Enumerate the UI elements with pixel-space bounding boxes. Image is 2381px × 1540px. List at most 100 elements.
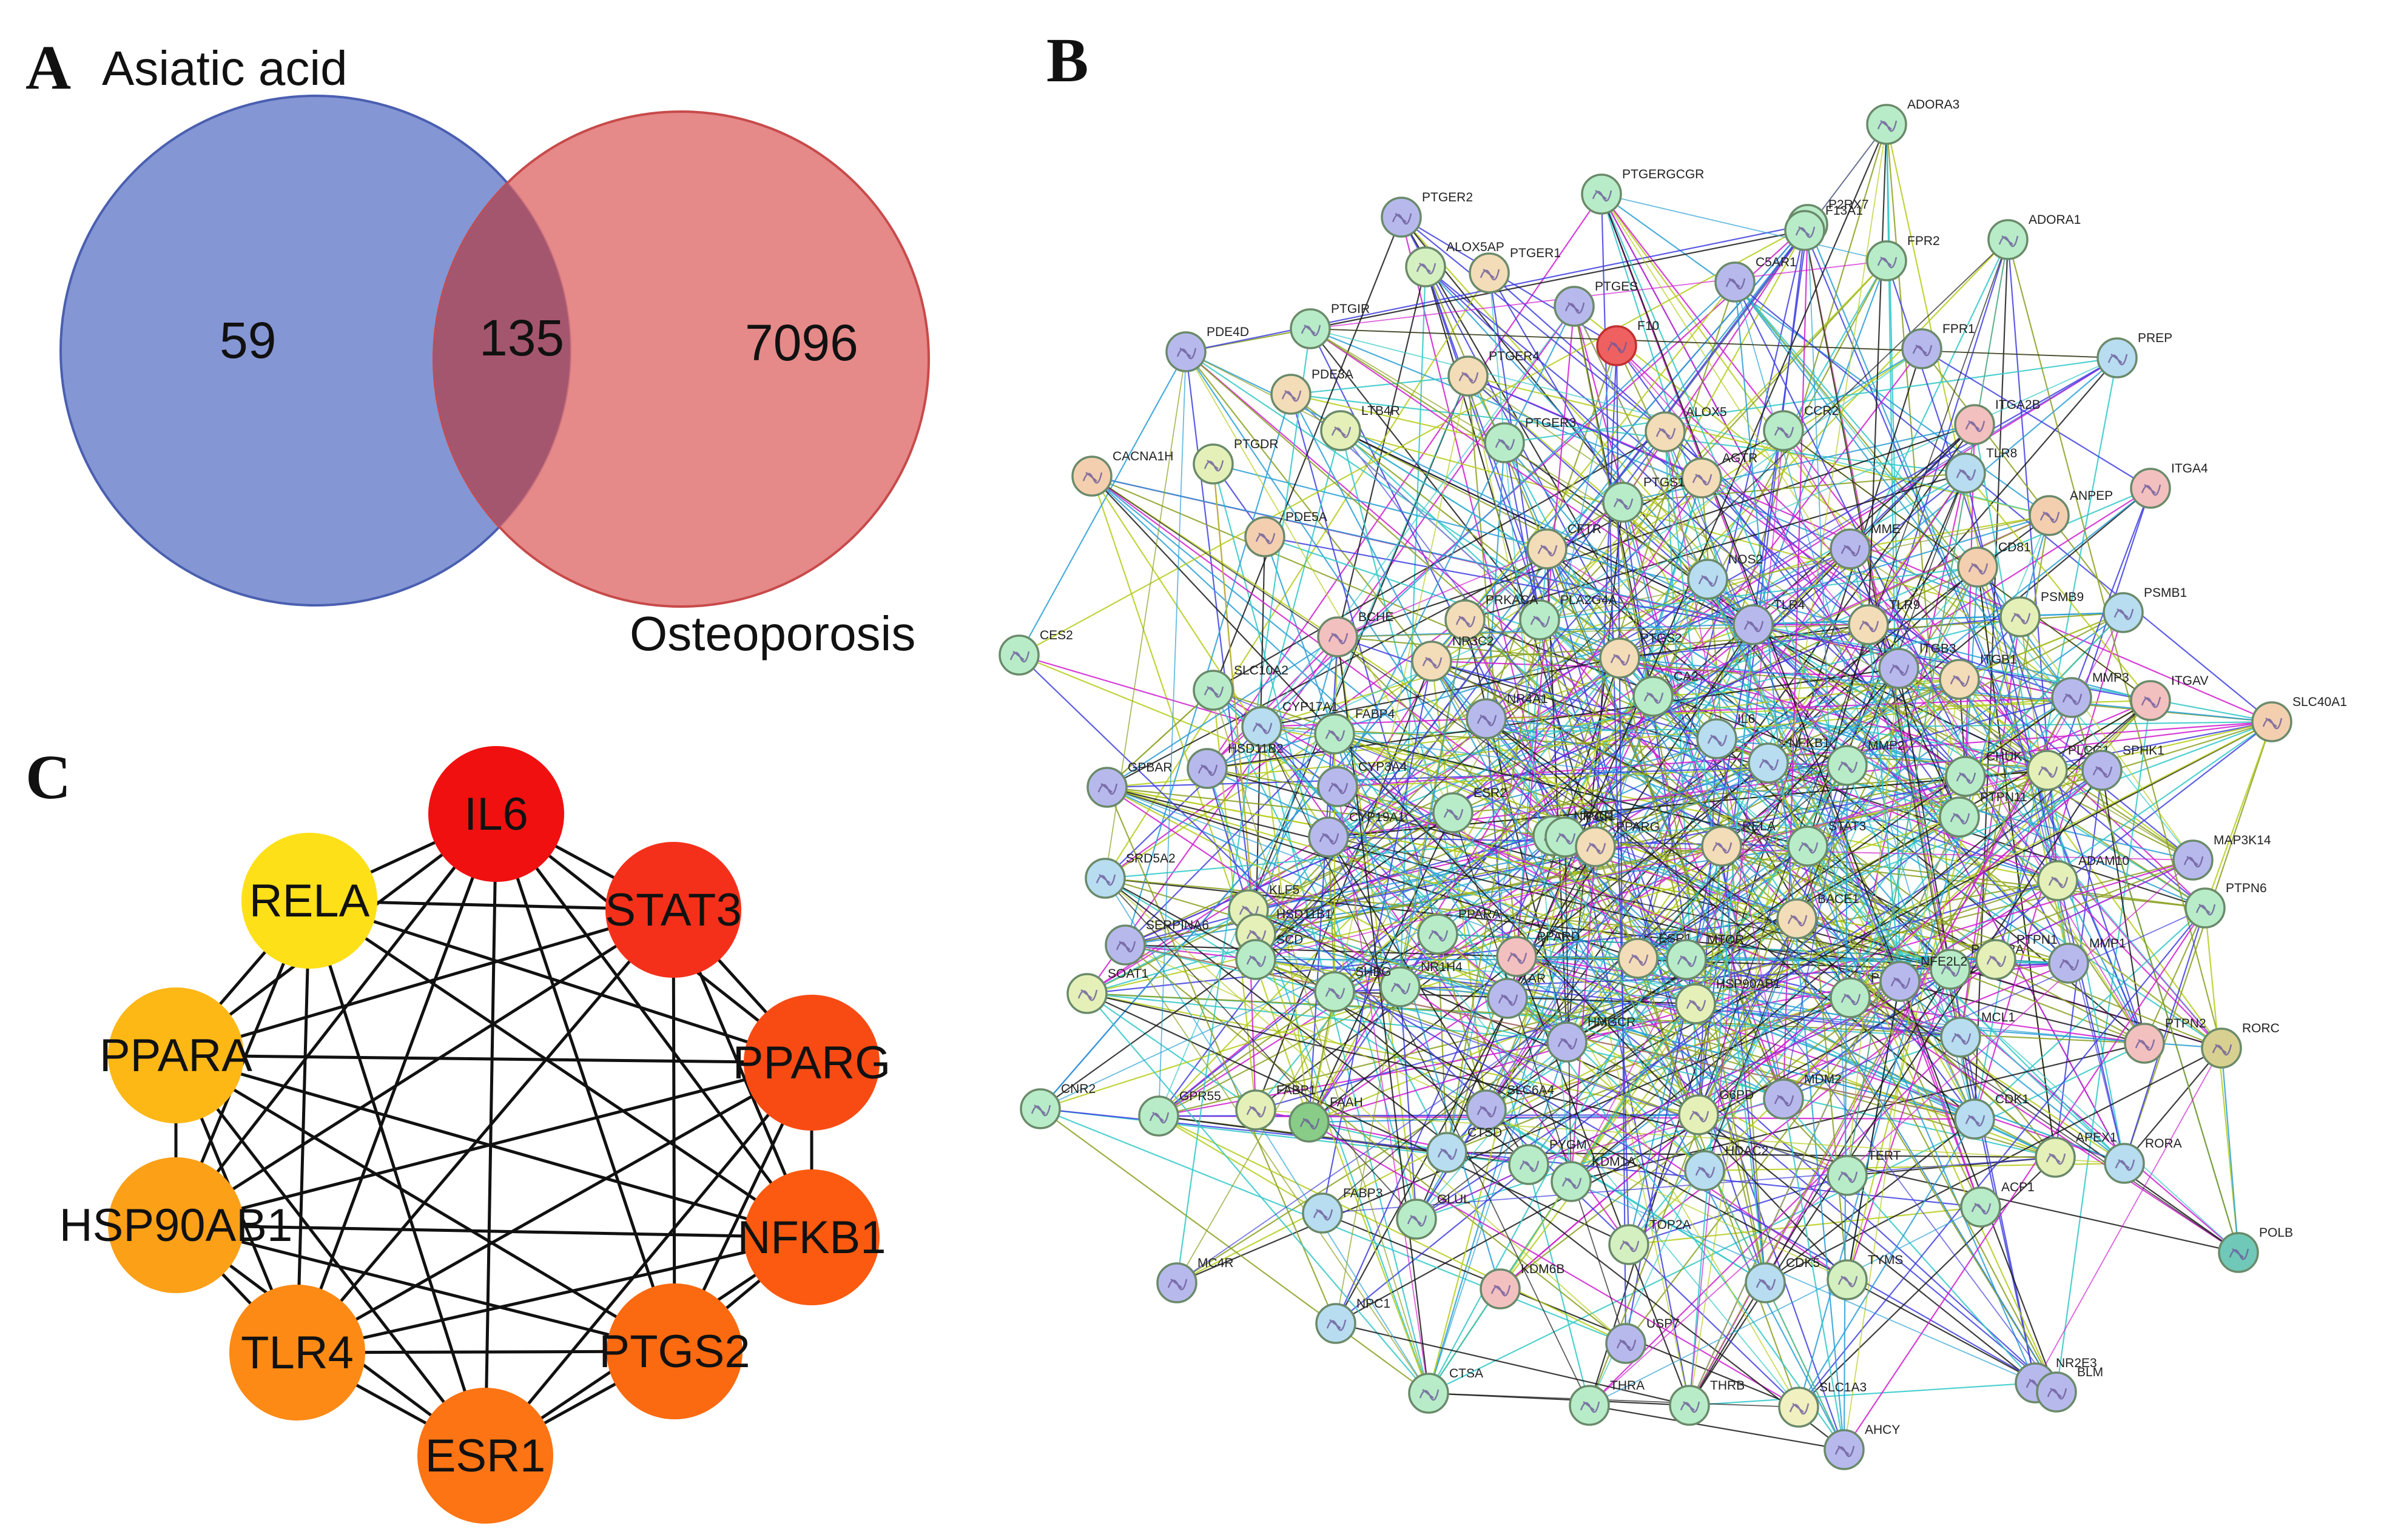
ppi-node-cacna1h[interactable]: CACNA1H <box>1071 449 1173 497</box>
ppi-node-nr4a1[interactable]: NR4A1 <box>1466 692 1548 739</box>
ppi-node-ctsd[interactable]: CTSD <box>1426 1126 1502 1173</box>
ppi-node-anpep[interactable]: ANPEP <box>2029 489 2113 536</box>
ppi-node-ca2[interactable]: CA2 <box>1632 670 1699 717</box>
ppi-node-slc1a3[interactable]: SLC1A3 <box>1778 1380 1867 1428</box>
ppi-node-polb[interactable]: POLB <box>2218 1226 2293 1273</box>
ppi-node-top2a[interactable]: TOP2A <box>1608 1218 1691 1265</box>
ppi-node-serpina6[interactable]: SERPINA6 <box>1105 918 1209 966</box>
hub-node-ppara[interactable]: PPARA <box>99 987 252 1123</box>
ppi-node-pde3a[interactable]: PDE3A <box>1270 368 1353 415</box>
ppi-node-ccr2[interactable]: CCR2 <box>1763 404 1839 451</box>
ppi-node-acp1[interactable]: ACP1 <box>1960 1180 2035 1228</box>
ppi-node-itgb1[interactable]: ITGB1 <box>1939 653 2017 700</box>
ppi-node-npc1[interactable]: NPC1 <box>1315 1297 1390 1344</box>
ppi-node-bche[interactable]: BCHE <box>1317 610 1393 657</box>
ppi-node-psmb9[interactable]: PSMB9 <box>1999 590 2084 637</box>
ppi-node-apex1[interactable]: APEX1 <box>2035 1131 2117 1178</box>
ppi-node-fabp1[interactable]: FABP1 <box>1235 1083 1316 1131</box>
ppi-node-f13a1[interactable]: F13A1 <box>1784 204 1863 251</box>
ppi-node-prkaca[interactable]: PRKACA <box>1444 593 1538 641</box>
ppi-node-tlr8[interactable]: TLR8 <box>1945 446 2017 494</box>
hub-node-esr1[interactable]: ESR1 <box>417 1388 553 1524</box>
ppi-node-nr1h4[interactable]: NR1H4 <box>1379 960 1463 1007</box>
ppi-node-fpr1[interactable]: FPR1 <box>1901 322 1975 369</box>
ppi-node-rela[interactable]: RELA <box>1701 819 1776 867</box>
ppi-node-pygm[interactable]: PYGM <box>1508 1138 1587 1185</box>
ppi-node-itga4[interactable]: ITGA4 <box>2130 462 2208 509</box>
ppi-node-mmp3[interactable]: MMP3 <box>2051 671 2129 718</box>
hub-node-nfkb1[interactable]: NFKB1 <box>738 1169 886 1305</box>
ppi-node-fabp4[interactable]: FABP4 <box>1314 707 1395 755</box>
hub-node-il6[interactable]: IL6 <box>428 746 564 882</box>
hub-node-ptgs2[interactable]: PTGS2 <box>599 1283 750 1419</box>
ppi-node-ptger3[interactable]: PTGER3 <box>1484 416 1576 463</box>
ppi-node-shbg[interactable]: SHBG <box>1314 965 1392 1012</box>
ppi-node-esr1[interactable]: ESR1 <box>1617 932 1692 979</box>
ppi-node-itgb3[interactable]: ITGB3 <box>1878 642 1956 689</box>
ppi-node-cdk1[interactable]: CDK1 <box>1954 1092 2029 1140</box>
ppi-node-cyp19a1[interactable]: CYP19A1 <box>1308 810 1405 858</box>
ppi-node-ptpn1[interactable]: PTPN1 <box>1975 933 2058 980</box>
ppi-node-stat3[interactable]: STAT3 <box>1787 819 1866 867</box>
ppi-node-mc4r[interactable]: MC4R <box>1156 1256 1234 1303</box>
ppi-node-bace1[interactable]: BACE1 <box>1776 892 1859 940</box>
ppi-node-il6[interactable]: IL6 <box>1696 712 1755 759</box>
hub-node-rela[interactable]: RELA <box>241 833 377 969</box>
ppi-node-pde5a[interactable]: PDE5A <box>1244 510 1327 557</box>
ppi-node-cftr[interactable]: CFTR <box>1526 522 1601 570</box>
ppi-node-agtr[interactable]: AGTR <box>1681 451 1757 499</box>
ppi-node-prep[interactable]: PREP <box>2096 331 2172 378</box>
ppi-node-slc6a4[interactable]: SLC6A4 <box>1466 1083 1555 1131</box>
ppi-node-tert[interactable]: TERT <box>1827 1149 1901 1196</box>
ppi-node-pgr[interactable]: PGR <box>1544 810 1614 858</box>
ppi-node-adora3[interactable]: ADORA3 <box>1866 98 1959 145</box>
ppi-node-scd[interactable]: SCD <box>1235 933 1303 980</box>
ppi-node-usp7[interactable]: USP7 <box>1605 1317 1680 1364</box>
hub-node-stat3[interactable]: STAT3 <box>605 842 742 978</box>
ppi-node-gpr55[interactable]: GPR55 <box>1138 1089 1221 1137</box>
ppi-node-mmp2[interactable]: MMP2 <box>1827 739 1905 786</box>
ppi-node-ptger2[interactable]: PTGER2 <box>1381 190 1473 238</box>
ppi-node-slc40a1[interactable]: SLC40A1 <box>2251 695 2347 742</box>
ppi-node-ptger4[interactable]: PTGER4 <box>1447 349 1540 397</box>
ppi-node-itga2b[interactable]: ITGA2B <box>1954 398 2041 445</box>
ppi-node-ptges[interactable]: PTGES <box>1554 280 1638 327</box>
ppi-node-ptpn11[interactable]: PTPN11 <box>1939 790 2027 838</box>
ppi-node-c5ar1[interactable]: C5AR1 <box>1714 255 1797 303</box>
ppi-node-mdm2[interactable]: MDM2 <box>1763 1072 1842 1120</box>
ppi-node-mmp1[interactable]: MMP1 <box>2048 936 2126 984</box>
ppi-node-kdm6b[interactable]: KDM6B <box>1480 1262 1564 1310</box>
ppi-node-nos2[interactable]: NOS2 <box>1687 553 1763 600</box>
ppi-node-itgav[interactable]: ITGAV <box>2130 674 2208 721</box>
ppi-node-mme[interactable]: MME <box>1830 522 1901 570</box>
ppi-node-thra[interactable]: THRA <box>1569 1379 1645 1426</box>
ppi-node-hsp90ab1[interactable]: HSP90AB1 <box>1675 977 1780 1024</box>
ppi-node-esr2[interactable]: ESR2 <box>1432 786 1507 833</box>
ppi-node-nfkb1[interactable]: NFKB1 <box>1748 736 1830 784</box>
ppi-node-srd5a2[interactable]: SRD5A2 <box>1085 852 1176 899</box>
ppi-node-tyms[interactable]: TYMS <box>1827 1253 1903 1300</box>
ppi-node-ahcy[interactable]: AHCY <box>1824 1423 1900 1470</box>
ppi-node-mtor[interactable]: MTOR <box>1666 933 1744 980</box>
ppi-node-chuk[interactable]: CHUK <box>1945 750 2022 797</box>
ppi-node-ptgdr[interactable]: PTGDR <box>1193 437 1279 485</box>
ppi-node-ptger1[interactable]: PTGER1 <box>1469 246 1561 294</box>
ppi-node-pde4d[interactable]: PDE4D <box>1165 325 1249 372</box>
ppi-node-sphk1[interactable]: SPHK1 <box>2081 744 2164 791</box>
ppi-node-ptgs2[interactable]: PTGS2 <box>1599 631 1682 679</box>
ppi-node-ces2[interactable]: CES2 <box>999 628 1073 676</box>
ppi-node-glul[interactable]: GLUL <box>1396 1192 1470 1240</box>
ppi-node-map3k14[interactable]: MAP3K14 <box>2172 833 2271 881</box>
ppi-node-ctsa[interactable]: CTSA <box>1408 1367 1483 1414</box>
ppi-node-g6pd[interactable]: G6PD <box>1678 1088 1754 1135</box>
ppi-node-hdac2[interactable]: HDAC2 <box>1684 1144 1768 1191</box>
ppi-node-slc10a2[interactable]: SLC10A2 <box>1193 664 1288 711</box>
ppi-node-cnr2[interactable]: CNR2 <box>1020 1082 1096 1129</box>
ppi-node-gpbar[interactable]: GPBAR <box>1086 761 1173 808</box>
ppi-node-tlr9[interactable]: TLR9 <box>1848 598 1920 645</box>
hub-node-pparg[interactable]: PPARG <box>733 995 891 1131</box>
ppi-node-ptgir[interactable]: PTGIR <box>1290 302 1370 349</box>
ppi-node-hmgcr[interactable]: HMGCR <box>1546 1015 1635 1063</box>
ppi-node-ptgergcgr[interactable]: PTGERGCGR <box>1581 167 1704 215</box>
ppi-node-nr3c2[interactable]: NR3C2 <box>1411 634 1494 682</box>
